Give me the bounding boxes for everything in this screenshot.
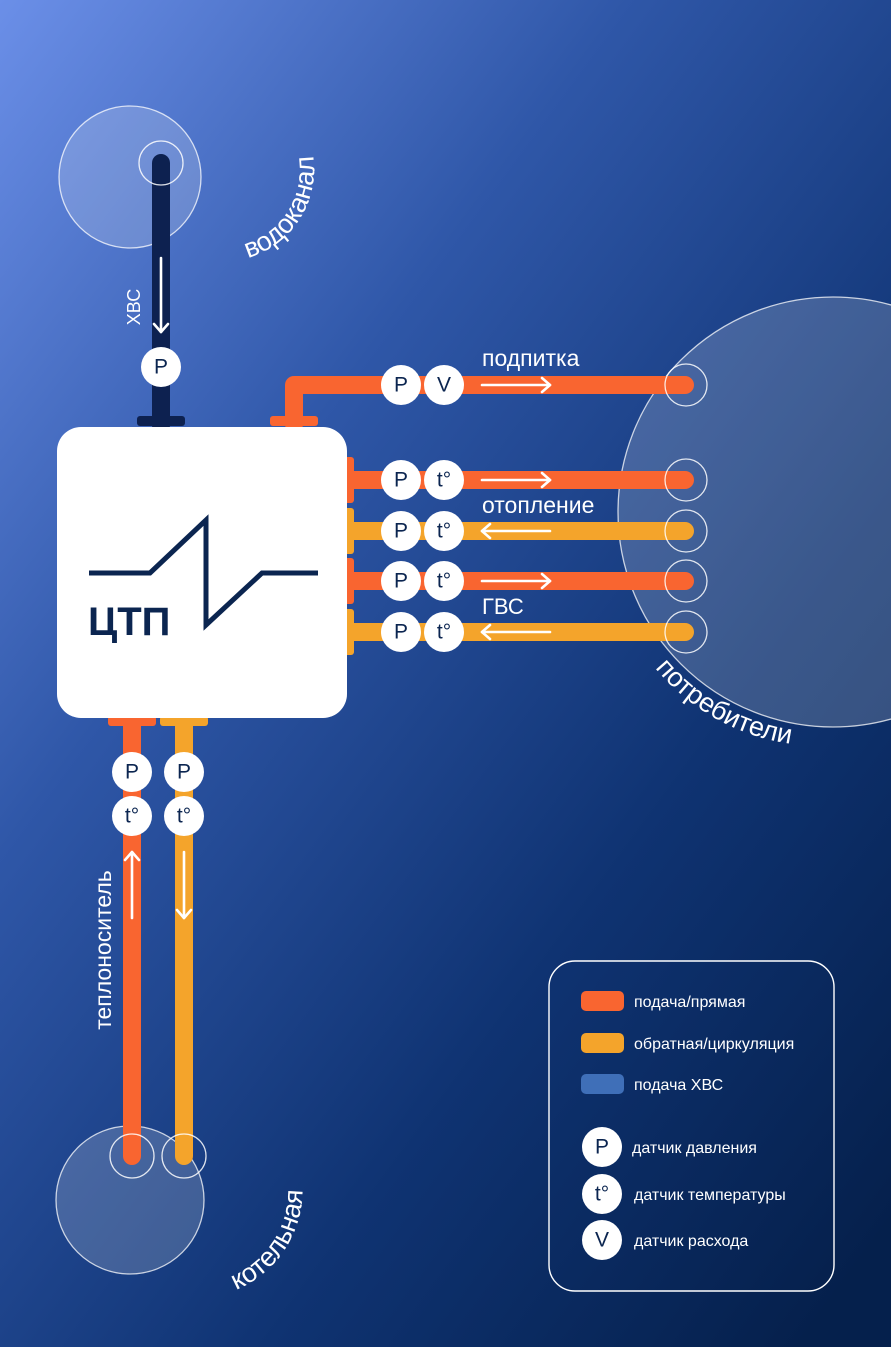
- legend-supply-swatch: [581, 991, 624, 1011]
- svg-text:P: P: [125, 761, 139, 784]
- svg-text:P: P: [394, 570, 408, 593]
- cold-water-arrow: [152, 256, 170, 334]
- hot-water-supply-arrow: [480, 572, 552, 590]
- makeup-pipe: [285, 376, 694, 433]
- legend-pressure-sensor-label: датчик давления: [632, 1140, 757, 1157]
- svg-text:t°: t°: [595, 1183, 609, 1206]
- coolant-return-arrow: [175, 850, 193, 920]
- legend-flow-sensor-label: датчик расхода: [634, 1233, 748, 1250]
- heat-exchanger-symbol: [89, 514, 318, 631]
- heating-return-temperature-sensor: t°: [424, 511, 464, 551]
- makeup-connector: [270, 416, 318, 426]
- hot-water-label: ГВС: [482, 594, 524, 619]
- consumers-circle: [617, 296, 891, 728]
- heating-return-outlet-ring: [664, 509, 708, 553]
- makeup-pressure-sensor: P: [381, 365, 421, 405]
- makeup-flow-sensor: V: [424, 365, 464, 405]
- makeup-label: подпитка: [482, 345, 580, 371]
- legend-flow-sensor-icon: V: [582, 1220, 622, 1260]
- makeup-outlet-ring: [664, 363, 708, 407]
- svg-text:t°: t°: [437, 621, 451, 644]
- hot-water-supply-temperature-sensor: t°: [424, 561, 464, 601]
- svg-text:t°: t°: [177, 805, 191, 828]
- coolant-return-inlet-ring: [161, 1133, 207, 1179]
- svg-text:t°: t°: [437, 520, 451, 543]
- water-utility-circle: [58, 105, 202, 249]
- legend-cold-supply-swatch: [581, 1074, 624, 1094]
- hot-water-supply-pressure-sensor: P: [381, 561, 421, 601]
- coolant-return-temperature-sensor: t°: [164, 796, 204, 836]
- coolant-supply-pressure-sensor: P: [112, 752, 152, 792]
- svg-text:P: P: [595, 1136, 609, 1159]
- station-box: [57, 427, 347, 718]
- legend: подача/прямая обратная/циркуляция подача…: [548, 960, 835, 1292]
- legend-temperature-sensor-label: датчик температуры: [634, 1187, 786, 1204]
- heating-supply-outlet-ring: [664, 458, 708, 502]
- cold-water-label: ХВС: [124, 289, 144, 325]
- heating-return-arrow: [480, 522, 552, 540]
- heating-supply-arrow: [480, 471, 552, 489]
- coolant-supply-connector: [108, 716, 156, 726]
- legend-supply-label: подача/прямая: [634, 994, 745, 1011]
- hot-water-return-arrow: [480, 623, 552, 641]
- coolant-return-pressure-sensor: P: [164, 752, 204, 792]
- svg-text:t°: t°: [437, 469, 451, 492]
- station-name: ЦТП: [88, 600, 170, 644]
- coolant-label: теплоноситель: [90, 870, 116, 1030]
- svg-text:P: P: [394, 621, 408, 644]
- heating-return-pressure-sensor: P: [381, 511, 421, 551]
- heating-supply-temperature-sensor: t°: [424, 460, 464, 500]
- hot-water-return-outlet-ring: [664, 610, 708, 654]
- svg-text:P: P: [177, 761, 191, 784]
- heating-supply-pressure-sensor: P: [381, 460, 421, 500]
- svg-text:t°: t°: [125, 805, 139, 828]
- heating-label: отопление: [482, 492, 594, 518]
- hot-water-return-temperature-sensor: t°: [424, 612, 464, 652]
- hot-water-return-pressure-sensor: P: [381, 612, 421, 652]
- coolant-return-connector: [160, 716, 208, 726]
- hot-water-supply-outlet-ring: [664, 559, 708, 603]
- coolant-supply-temperature-sensor: t°: [112, 796, 152, 836]
- legend-return-label: обратная/циркуляция: [634, 1036, 794, 1053]
- legend-frame: [548, 960, 835, 1292]
- legend-temperature-sensor-icon: t°: [582, 1174, 622, 1214]
- cold-water-inlet-ring: [138, 140, 184, 186]
- cold-water-connector: [137, 416, 185, 426]
- svg-text:P: P: [394, 469, 408, 492]
- svg-text:V: V: [437, 374, 451, 397]
- coolant-supply-arrow: [123, 850, 141, 920]
- svg-text:P: P: [394, 520, 408, 543]
- cold-water-pressure-sensor: P: [141, 347, 181, 387]
- svg-text:P: P: [394, 374, 408, 397]
- legend-cold-supply-label: подача ХВС: [634, 1077, 723, 1094]
- svg-text:P: P: [154, 356, 168, 379]
- svg-text:V: V: [595, 1229, 609, 1252]
- legend-pressure-sensor-icon: P: [582, 1127, 622, 1167]
- coolant-supply-inlet-ring: [109, 1133, 155, 1179]
- legend-return-swatch: [581, 1033, 624, 1053]
- makeup-arrow: [480, 376, 552, 394]
- svg-text:t°: t°: [437, 570, 451, 593]
